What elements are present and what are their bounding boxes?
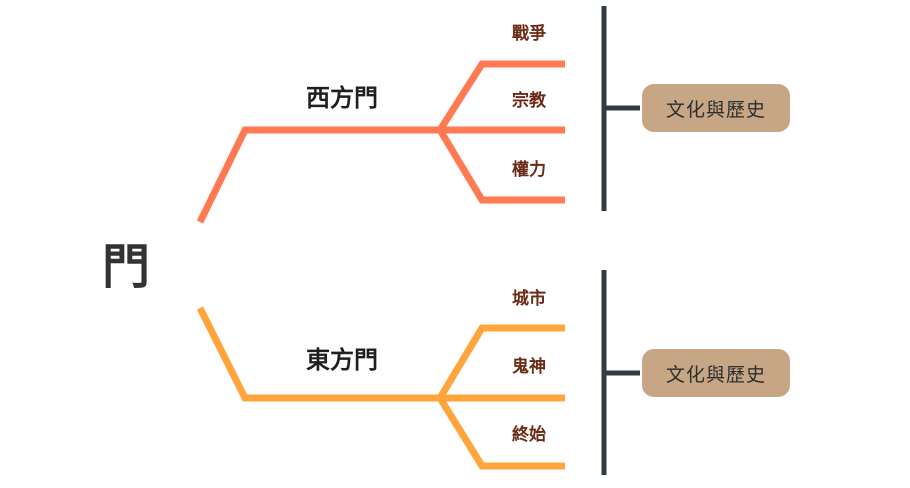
east-leaf-connector-top <box>436 324 565 400</box>
west-branch-label: 西方門 <box>306 84 378 112</box>
east-summary-label: 文化與歷史 <box>665 363 766 386</box>
west-summary-label: 文化與歷史 <box>665 98 766 121</box>
west-leaf-power: 權力 <box>512 160 546 180</box>
west-branch-line <box>196 126 440 224</box>
east-leaf-end-beginning: 終始 <box>512 425 546 445</box>
root-node-label: 門 <box>102 239 151 295</box>
east-branch-line <box>196 306 440 402</box>
east-leaf-city: 城市 <box>512 289 546 309</box>
west-leaf-religion: 宗教 <box>512 91 546 111</box>
west-summary-bracket <box>601 6 640 211</box>
east-leaf-connector-bottom <box>437 396 565 470</box>
west-leaf-connector-top <box>437 60 565 132</box>
east-summary-bracket <box>601 270 640 475</box>
west-leaf-connector-bottom <box>436 128 565 204</box>
east-leaf-spirits: 鬼神 <box>512 357 546 377</box>
west-leaf-war: 戰爭 <box>512 24 546 44</box>
west-summary-box: 文化與歷史 <box>642 84 790 132</box>
east-branch-label: 東方門 <box>306 346 378 374</box>
east-summary-box: 文化與歷史 <box>642 349 790 397</box>
